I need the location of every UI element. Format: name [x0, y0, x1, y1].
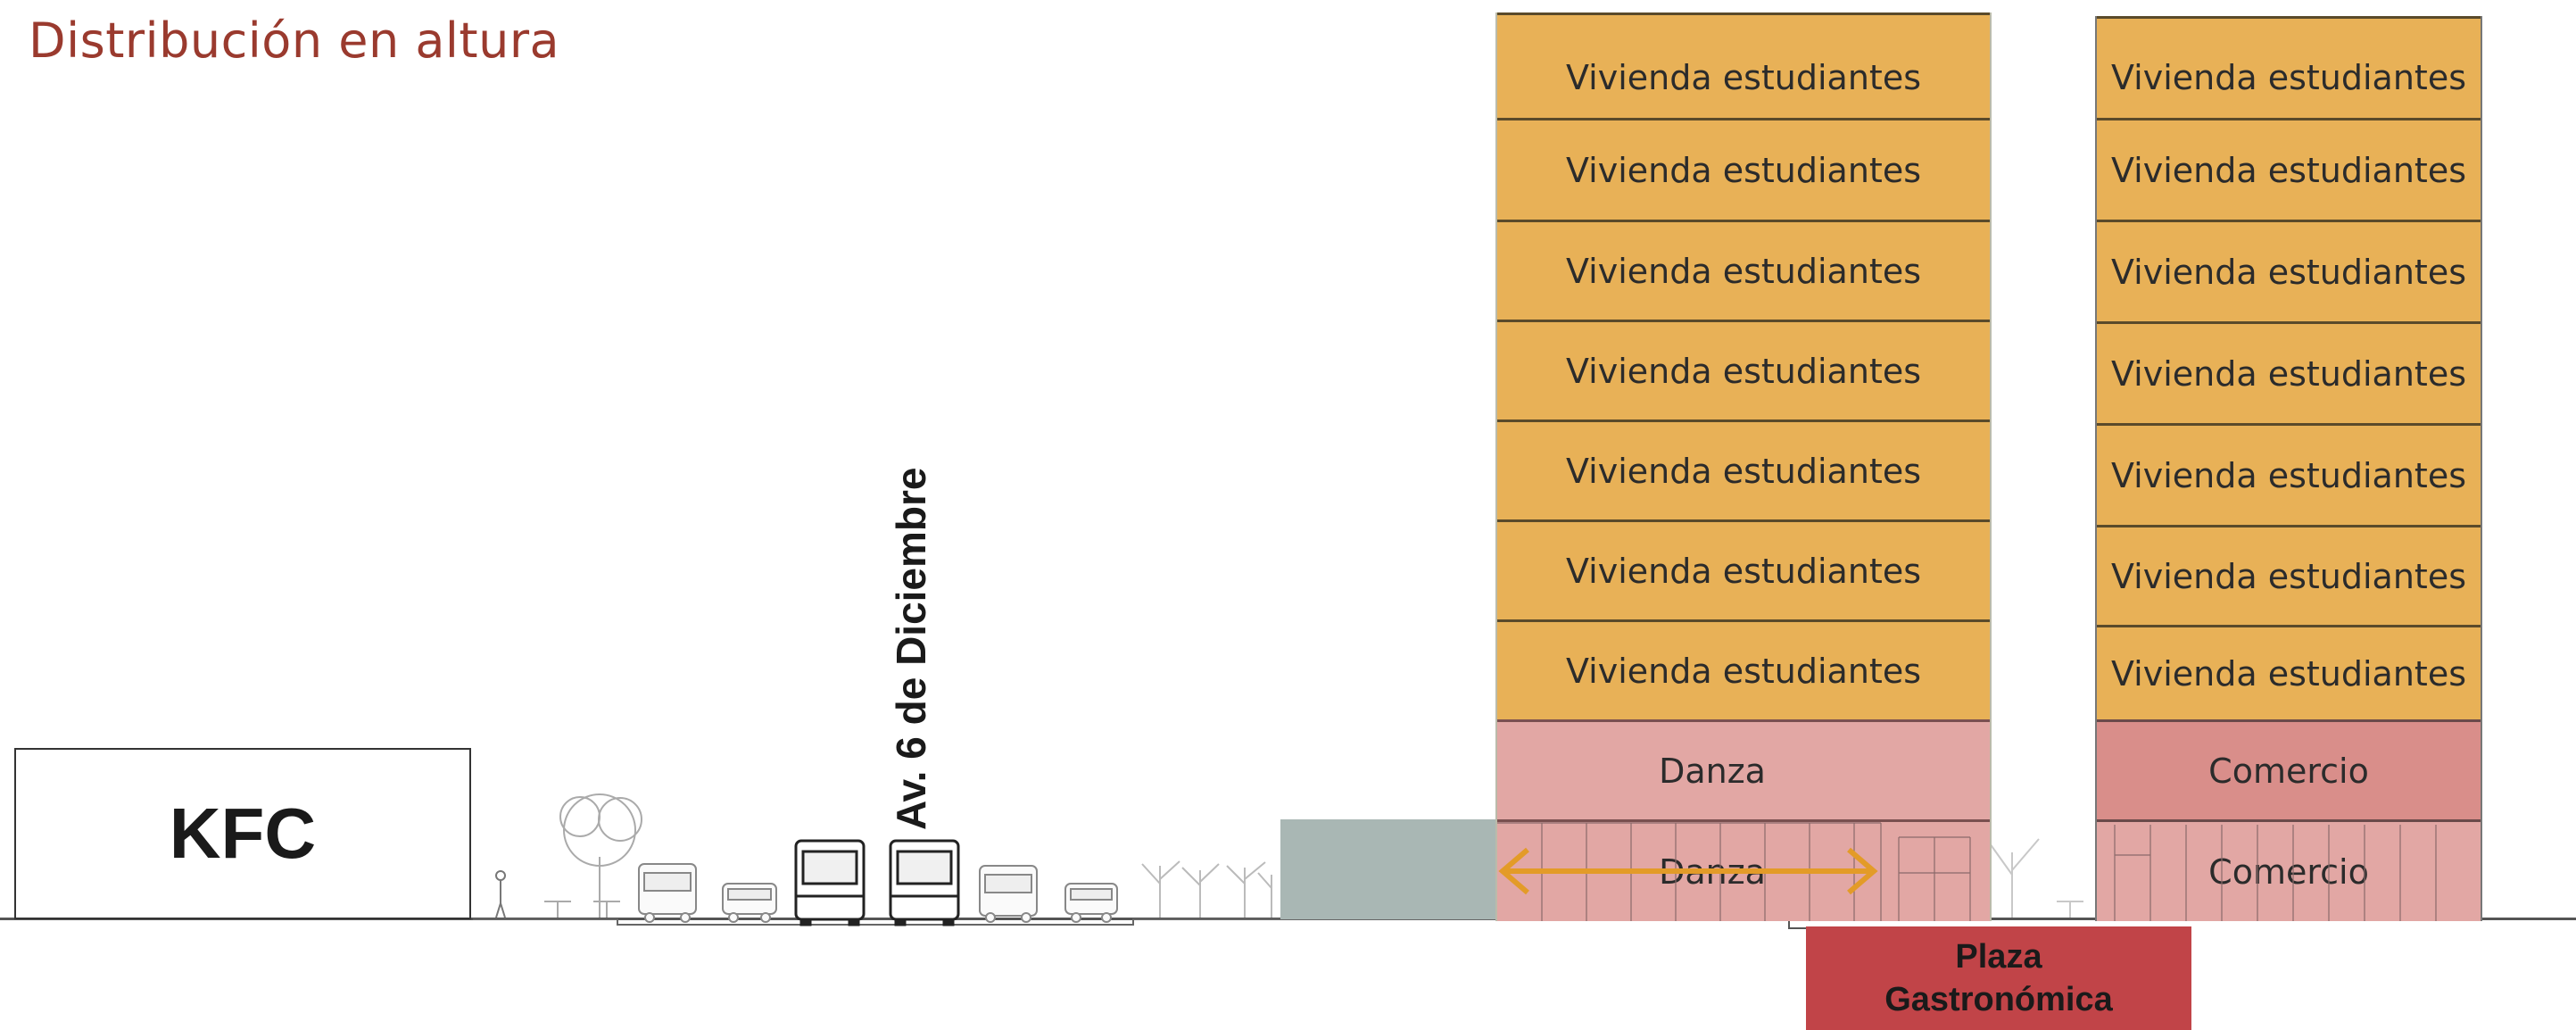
bus-icon [794, 839, 866, 926]
person-icon [495, 870, 506, 918]
tower-a: Vivienda estudiantes Vivienda estudiante… [1495, 12, 1992, 921]
tower-b-floor: Vivienda estudiantes [2097, 423, 2481, 525]
plaza-volume [1280, 819, 1495, 919]
tower-a-floor: Vivienda estudiantes [1497, 320, 1990, 419]
tower-a-floor: Vivienda estudiantes [1497, 220, 1990, 320]
tower-a-floor: Vivienda estudiantes [1497, 118, 1990, 220]
tower-b-floor: Vivienda estudiantes [2097, 525, 2481, 625]
tower-b-floor: Vivienda estudiantes [2097, 118, 2481, 220]
glass-facade [1497, 822, 1971, 921]
tower-b: Vivienda estudiantes Vivienda estudiante… [2095, 16, 2482, 921]
road-line [473, 918, 1495, 926]
tower-b-floor: Vivienda estudiantes [2097, 321, 2481, 423]
tower-b-floor: Vivienda estudiantes [2097, 220, 2481, 321]
tree-icon [1989, 838, 2083, 918]
plaza-line1: Plaza [1955, 938, 2042, 976]
glass-facade [2114, 825, 2437, 921]
plaza-line2: Gastronómica [1884, 981, 2113, 1018]
diagram-title: Distribución en altura [29, 12, 560, 69]
avenue-label: Av. 6 de Diciembre [888, 467, 934, 831]
tower-b-floor: Vivienda estudiantes [2097, 16, 2481, 118]
car-icon [1064, 883, 1118, 923]
car-icon [979, 865, 1038, 923]
kfc-label: KFC [169, 793, 317, 873]
tree-icon [1141, 860, 1272, 918]
bus-icon [889, 839, 960, 926]
tower-a-floor: Vivienda estudiantes [1497, 419, 1990, 519]
kfc-building: KFC [14, 748, 471, 919]
tower-b-floor-comercio: Comercio [2097, 819, 2481, 921]
double-arrow-icon [1498, 847, 1878, 895]
car-icon [638, 863, 697, 923]
car-icon [722, 883, 777, 923]
tower-a-floor: Vivienda estudiantes [1497, 12, 1990, 118]
tower-a-floor: Vivienda estudiantes [1497, 519, 1990, 619]
tower-b-floor-comercio: Comercio [2097, 719, 2481, 819]
plaza-gastronomica: Plaza Gastronómica [1806, 926, 2191, 1030]
tower-a-floor: Vivienda estudiantes [1497, 619, 1990, 719]
tree-icon [544, 793, 642, 918]
tower-a-floor-danza: Danza [1497, 719, 1990, 819]
tower-b-floor: Vivienda estudiantes [2097, 625, 2481, 719]
